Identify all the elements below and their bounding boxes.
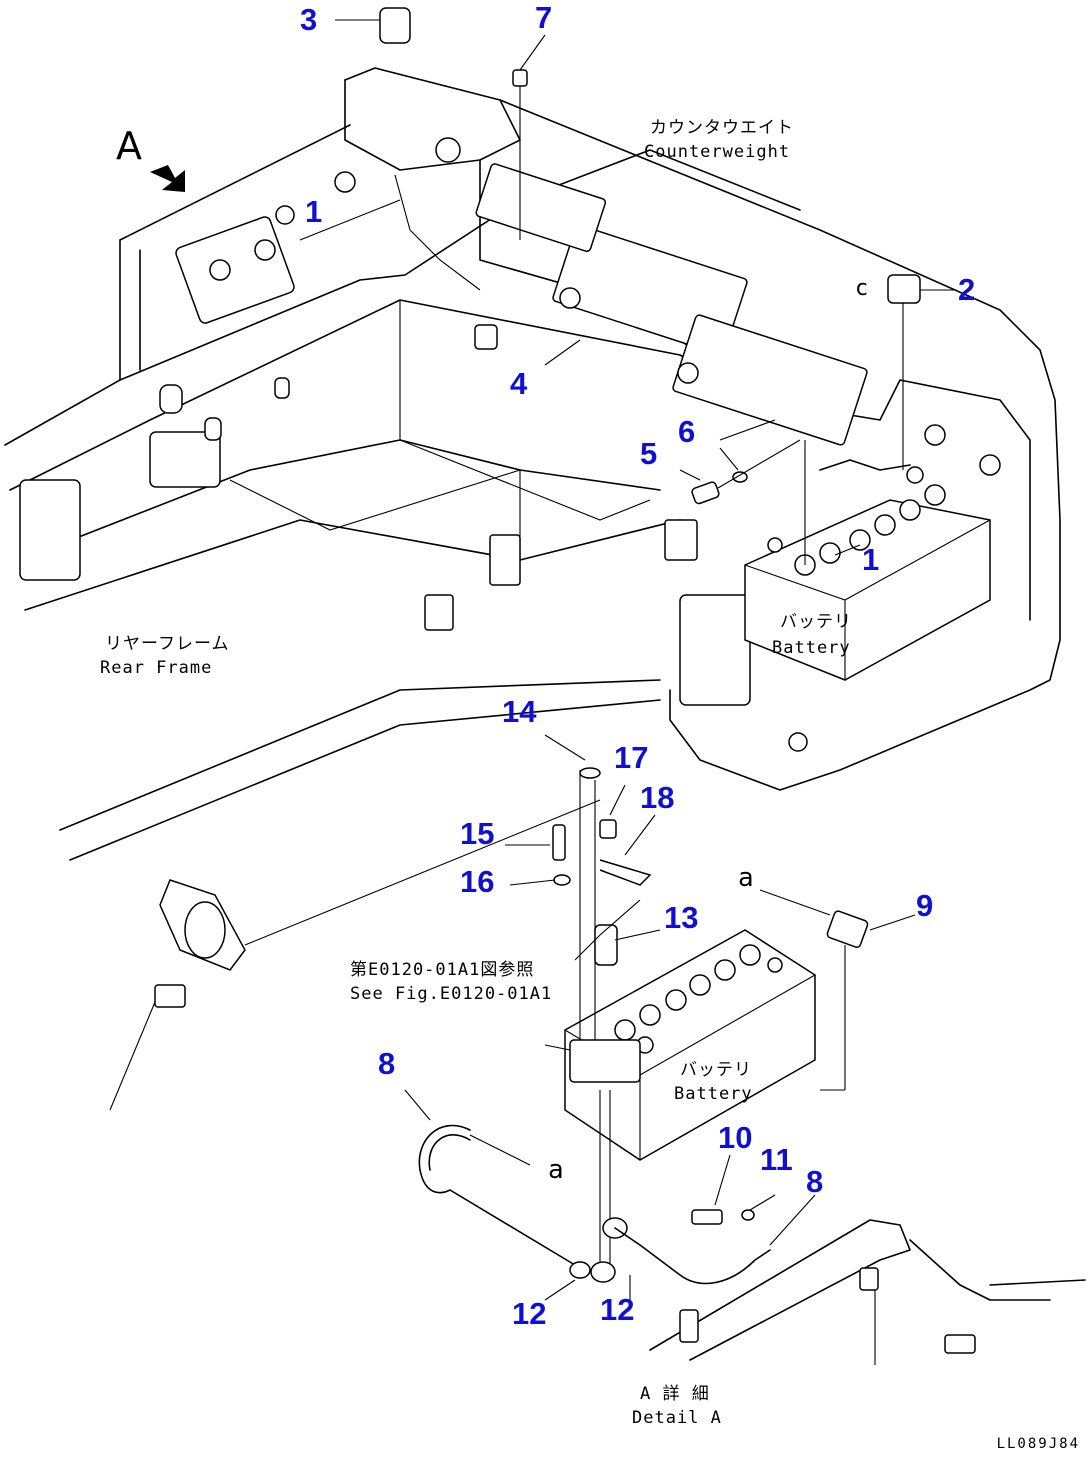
callout-12-left: 12 [512,1296,547,1331]
see-fig-label-en: See Fig.E0120-01A1 [350,984,553,1004]
leader-lines [404,34,916,1301]
callout-15: 15 [460,816,495,851]
callout-1-top: 1 [305,194,323,229]
counterweight-label-jp: カウンタウエイト [650,118,794,138]
callout-14: 14 [502,694,537,729]
callout-17: 17 [614,740,649,775]
battery-detail-label-en: Battery [674,1084,753,1104]
battery-upper-label-jp: バッテリ [780,612,852,632]
detail-a-label-en: Detail A [632,1408,722,1428]
small-parts-top [335,7,955,505]
battery-box-left [175,171,481,324]
cable-lower [418,1124,1086,1365]
callout-10: 10 [718,1120,753,1155]
ref-a-upper: a [738,863,755,893]
view-marker-a: A [116,124,142,168]
callout-8-left: 8 [378,1046,396,1081]
detail-a-label-jp: A 詳 細 [640,1384,710,1404]
rear-frame-label-jp: リヤーフレーム [105,634,230,654]
callout-18: 18 [640,780,675,815]
ref-a-lower: a [548,1155,565,1185]
callout-16: 16 [460,864,495,899]
battery-detail [564,929,816,1280]
view-a-arrow [150,165,185,192]
callout-12-right: 12 [600,1292,635,1327]
callout-11: 11 [760,1142,793,1177]
callout-2: 2 [958,272,976,307]
callout-9: 9 [916,888,934,923]
callout-5: 5 [640,436,658,471]
callout-1-battery: 1 [862,542,880,577]
ref-c: c [855,276,870,301]
counterweight [119,67,1061,791]
rear-frame [4,149,801,861]
callout-3: 3 [300,2,318,37]
callout-13: 13 [664,900,699,935]
callout-4: 4 [510,366,528,401]
callout-6: 6 [678,414,696,449]
battery-upper [744,440,991,681]
callout-7: 7 [535,0,553,35]
drawing-code: LL089J84 [996,1436,1080,1452]
counterweight-label-en: Counterweight [644,142,791,162]
see-fig-label-jp: 第E0120-01A1図参照 [350,960,535,980]
frame-end [109,799,601,1111]
battery-upper-label-en: Battery [772,638,851,658]
battery-detail-label-jp: バッテリ [680,1060,752,1080]
hold-down-parts [544,767,869,1091]
rear-frame-label-en: Rear Frame [100,658,213,678]
callout-8-right: 8 [806,1164,824,1199]
